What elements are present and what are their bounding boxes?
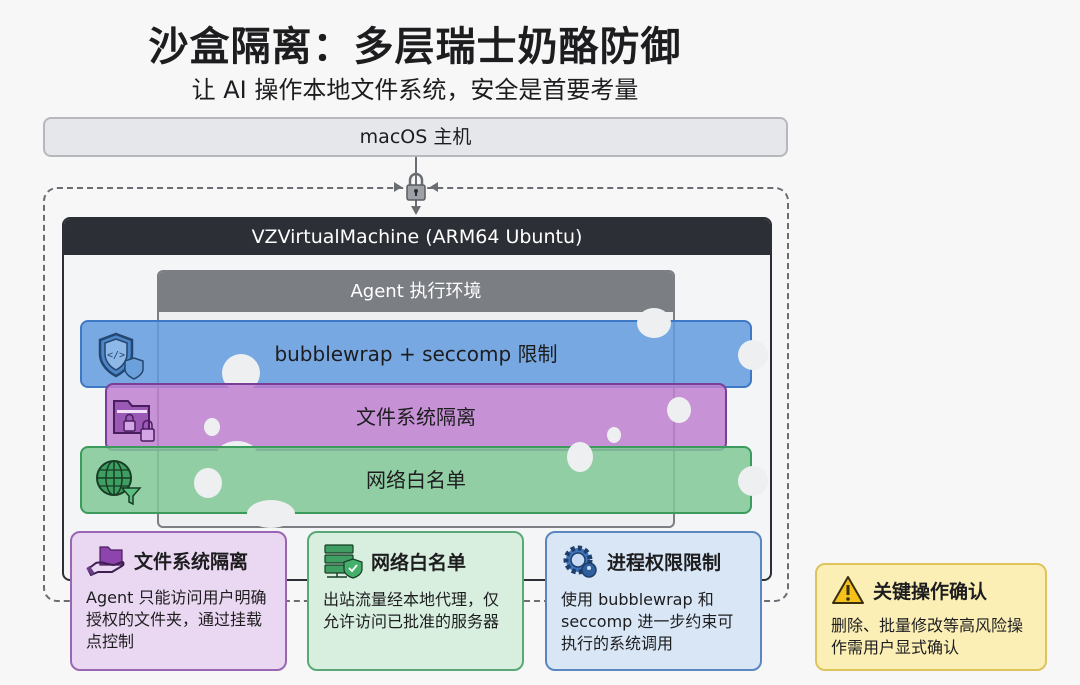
layer-label: 文件系统隔离 [356,405,476,429]
gear-user-icon [563,545,597,578]
card-network-whitelist: 网络白名单 出站流量经本地代理，仅允许访问已批准的服务器 [307,531,524,671]
globe-filter-icon [96,460,142,506]
card-body: 删除、批量修改等高风险操作需用户显式确认 [831,616,1024,657]
svg-text:</>: </> [107,350,125,361]
card-process-privilege: 进程权限限制 使用 bubblewrap 和 seccomp 进一步约束可执行的… [545,531,762,671]
server-shield-icon [324,544,363,579]
card-title: 关键操作确认 [873,580,988,603]
macos-host-box: macOS 主机 [43,117,788,157]
layer-label: 网络白名单 [366,468,466,492]
layer-filesystem-isolation: 文件系统隔离 [105,383,727,467]
lock-icon [406,172,426,201]
shield-code-icon: </> [98,332,144,380]
layer-label: bubblewrap + seccomp 限制 [274,342,558,366]
card-body: 使用 bubblewrap 和 seccomp 进一步约束可执行的系统调用 [561,590,734,653]
card-filesystem-isolation: 文件系统隔离 Agent 只能访问用户明确授权的文件夹，通过挂载点控制 [70,531,287,671]
folder-hand-icon [86,546,125,577]
card-title: 进程权限限制 [607,551,722,574]
diagram-subtitle: 让 AI 操作本地文件系统，安全是首要考量 [191,76,639,104]
card-title: 文件系统隔离 [134,550,249,573]
card-body: 出站流量经本地代理，仅允许访问已批准的服务器 [323,590,500,631]
card-body: Agent 只能访问用户明确授权的文件夹，通过挂载点控制 [86,588,267,651]
warning-icon [832,576,864,604]
folder-lock-icon [113,400,155,442]
card-title: 网络白名单 [371,551,467,574]
vm-header: VZVirtualMachine (ARM64 Ubuntu) [64,219,770,255]
agent-header: Agent 执行环境 [159,272,673,312]
layer-bubblewrap-seccomp: bubblewrap + seccomp 限制 </> [80,308,768,392]
diagram-title: 沙盒隔离：多层瑞士奶酪防御 [148,24,682,70]
card-critical-confirmation: 关键操作确认 删除、批量修改等高风险操作需用户显式确认 [815,563,1047,671]
layer-network-whitelist: 网络白名单 [80,442,768,528]
